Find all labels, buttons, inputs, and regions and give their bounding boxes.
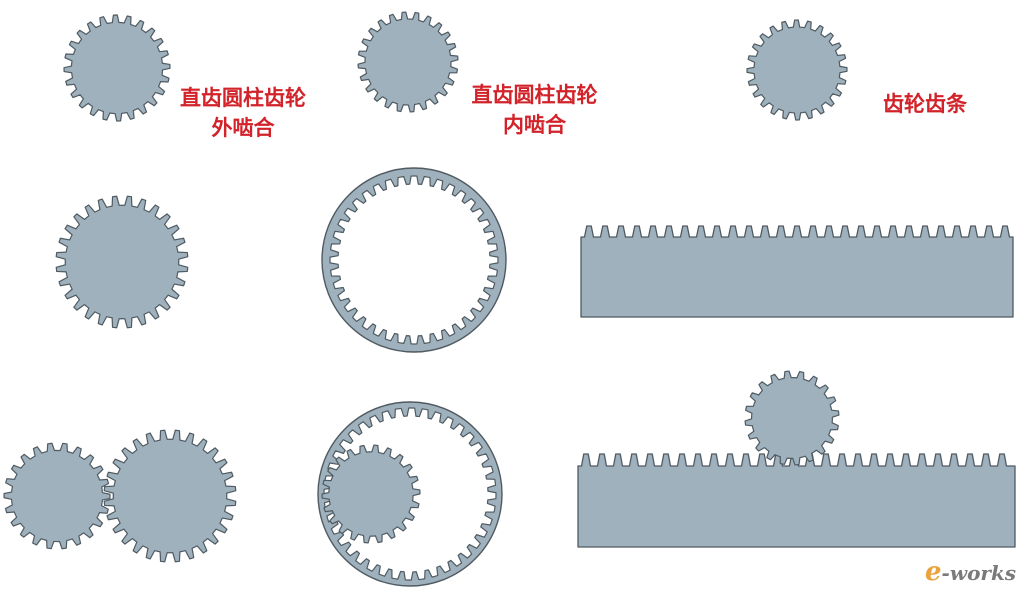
external-gear-small-top-right — [746, 19, 848, 121]
mesh-gear-right — [103, 429, 237, 563]
mesh-gear-left — [3, 442, 111, 550]
external-mesh-pair — [3, 429, 237, 563]
pinion-gear — [744, 370, 840, 466]
label-internal-mesh-line1: 直齿圆柱齿轮 — [471, 82, 598, 107]
external-gear-large — [55, 195, 189, 329]
label-external-mesh: 直齿圆柱齿轮 外啮合 — [158, 83, 328, 143]
label-rack-pinion: 齿轮齿条 — [860, 89, 990, 119]
external-gear-small-top-left — [63, 14, 171, 122]
logo-text: -works — [941, 561, 1017, 585]
rack-bottom — [577, 453, 1016, 548]
internal-ring-gear — [321, 167, 507, 353]
label-rack-pinion-text: 齿轮齿条 — [883, 91, 967, 116]
internal-ring-gear-teeth — [329, 175, 499, 345]
logo-e: e — [925, 557, 942, 587]
e-works-logo: e-works — [925, 557, 1016, 587]
label-external-mesh-line1: 直齿圆柱齿轮 — [180, 85, 306, 110]
label-external-mesh-line2: 外啮合 — [211, 115, 275, 140]
internal-mesh-pair — [317, 401, 503, 587]
internal-mesh-pinion — [321, 444, 421, 544]
rack — [580, 225, 1014, 318]
label-internal-mesh-line2: 内啮合 — [503, 112, 566, 137]
label-internal-mesh: 直齿圆柱齿轮 内啮合 — [452, 80, 617, 140]
rack-and-pinion-assembly — [577, 370, 1016, 548]
external-gear-small-top-middle — [357, 11, 459, 113]
